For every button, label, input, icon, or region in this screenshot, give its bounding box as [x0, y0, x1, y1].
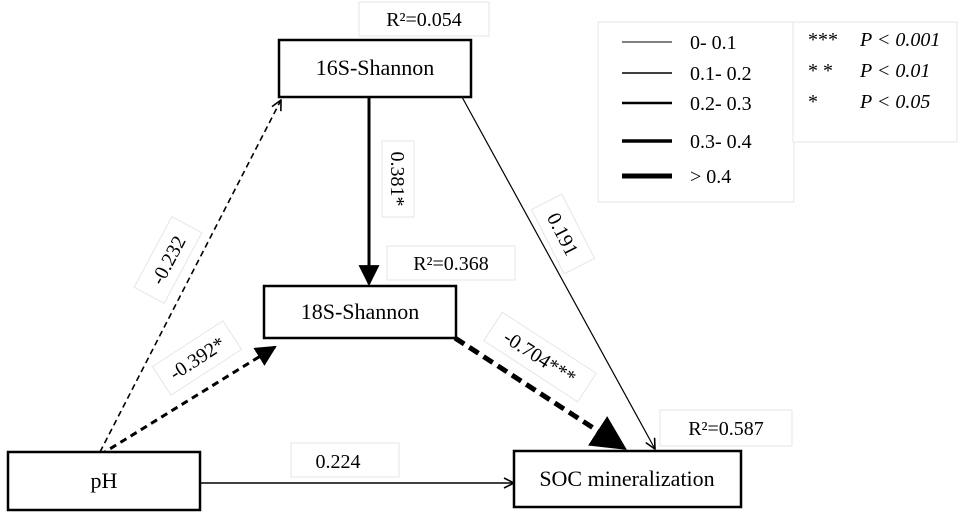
- r2-18s-text: R²=0.368: [413, 253, 489, 275]
- r2-18s-shannon: R²=0.368: [386, 245, 516, 281]
- legend-p-label: P < 0.05: [859, 91, 930, 113]
- node-soc-label: SOC mineralization: [539, 466, 714, 491]
- coef-16s-to-18s-text: 0.381*: [386, 152, 408, 207]
- node-16s-shannon: 16S-Shannon: [277, 38, 473, 99]
- coef-18s-to-soc: -0.704***: [483, 311, 597, 403]
- legend-width-row: 0.1- 0.2: [622, 63, 752, 85]
- legend-width-row: > 0.4: [622, 166, 731, 188]
- node-ph-label: pH: [91, 468, 118, 493]
- node-16s-shannon-label: 16S-Shannon: [316, 55, 435, 80]
- path-ph-to-18s: [99, 345, 277, 457]
- legend-significance-row: *** P < 0.001: [808, 29, 940, 51]
- legend-width-label: 0.1- 0.2: [690, 63, 752, 85]
- coef-ph-to-18s: -0.392*: [151, 320, 243, 396]
- coef-16s-to-18s: 0.381*: [381, 140, 415, 218]
- legend-p-label: P < 0.01: [859, 60, 930, 82]
- node-soc-mineralization: SOC mineralization: [512, 449, 743, 509]
- node-18s-shannon: 18S-Shannon: [262, 284, 458, 340]
- r2-soc: R²=0.587: [659, 409, 793, 447]
- path-16s-to-soc: [461, 96, 655, 449]
- node-ph: pH: [6, 450, 202, 512]
- legend-significance-row: * * P < 0.01: [808, 60, 930, 82]
- coef-16s-to-soc: 0.191: [530, 193, 596, 275]
- legend-significance: *** P < 0.001 * * P < 0.01 * P < 0.05: [792, 21, 958, 143]
- coef-ph-to-soc-text: 0.224: [316, 451, 361, 473]
- legend-width-row: 0.3- 0.4: [622, 131, 752, 153]
- legend-stars: ***: [808, 29, 838, 51]
- node-18s-shannon-label: 18S-Shannon: [301, 299, 420, 324]
- r2-soc-text: R²=0.587: [688, 418, 764, 440]
- legend-width-row: 0- 0.1: [622, 32, 737, 54]
- legend-stars: *: [808, 91, 818, 113]
- legend-width-label: 0.2- 0.3: [690, 93, 752, 115]
- legend-p-label: P < 0.001: [859, 29, 940, 51]
- r2-16s-shannon: R²=0.054: [358, 1, 490, 37]
- legend-width-label: 0- 0.1: [690, 32, 737, 54]
- legend-significance-row: * P < 0.05: [808, 91, 930, 113]
- r2-16s-text: R²=0.054: [386, 9, 462, 31]
- path-ph-to-16s: [99, 100, 281, 453]
- coef-ph-to-soc: 0.224: [290, 442, 400, 478]
- legend-width-label: 0.3- 0.4: [690, 131, 752, 153]
- legend-width-row: 0.2- 0.3: [622, 93, 752, 115]
- legend-stars: * *: [808, 60, 833, 82]
- coef-ph-to-16s: -0.232: [133, 216, 203, 304]
- legend-line-widths: 0- 0.1 0.1- 0.2 0.2- 0.3 0.3- 0.4 > 0.4: [597, 21, 795, 203]
- legend-width-label: > 0.4: [690, 166, 731, 188]
